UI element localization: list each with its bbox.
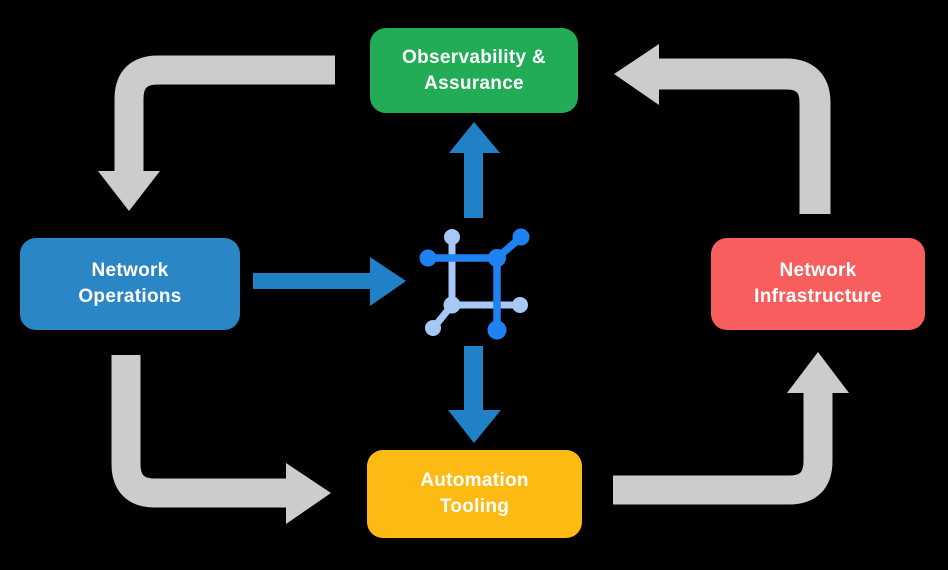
node-label-line1: Network (91, 260, 169, 281)
node-label-line2: Assurance (424, 72, 524, 94)
arrowhead-down-icon (98, 171, 160, 211)
node-automation-tooling: Automation Tooling (367, 450, 582, 538)
arrow-observability-to-operations (98, 55, 335, 211)
arrow-platform-to-automation (448, 346, 501, 443)
arrow-operations-to-platform (253, 257, 406, 306)
node-label-line2: Operations (78, 286, 182, 307)
arrow-platform-to-observability (449, 122, 500, 218)
node-network-operations: Network Operations (20, 238, 240, 330)
node-observability-assurance: Observability & Assurance (370, 28, 578, 113)
node-label-line1: Automation (420, 470, 529, 491)
node-label-line2: Infrastructure (754, 286, 882, 307)
arrow-automation-to-infrastructure (613, 352, 849, 505)
node-label-line1: Network (779, 260, 857, 281)
arrow-operations-to-automation (111, 355, 331, 524)
network-fabric-icon (419, 228, 530, 340)
network-fabric-icon-light-parts (425, 229, 528, 336)
network-fabric-icon-dark-parts (419, 228, 530, 340)
arrowhead-up-icon (787, 352, 849, 393)
node-label-line2: Tooling (439, 496, 510, 517)
arrowhead-left-icon (614, 44, 659, 105)
arrow-infrastructure-to-observability (614, 44, 831, 214)
node-label-line1: Observability & (402, 46, 546, 68)
arrowhead-right-icon (286, 463, 331, 524)
node-network-infrastructure: Network Infrastructure (711, 238, 925, 330)
